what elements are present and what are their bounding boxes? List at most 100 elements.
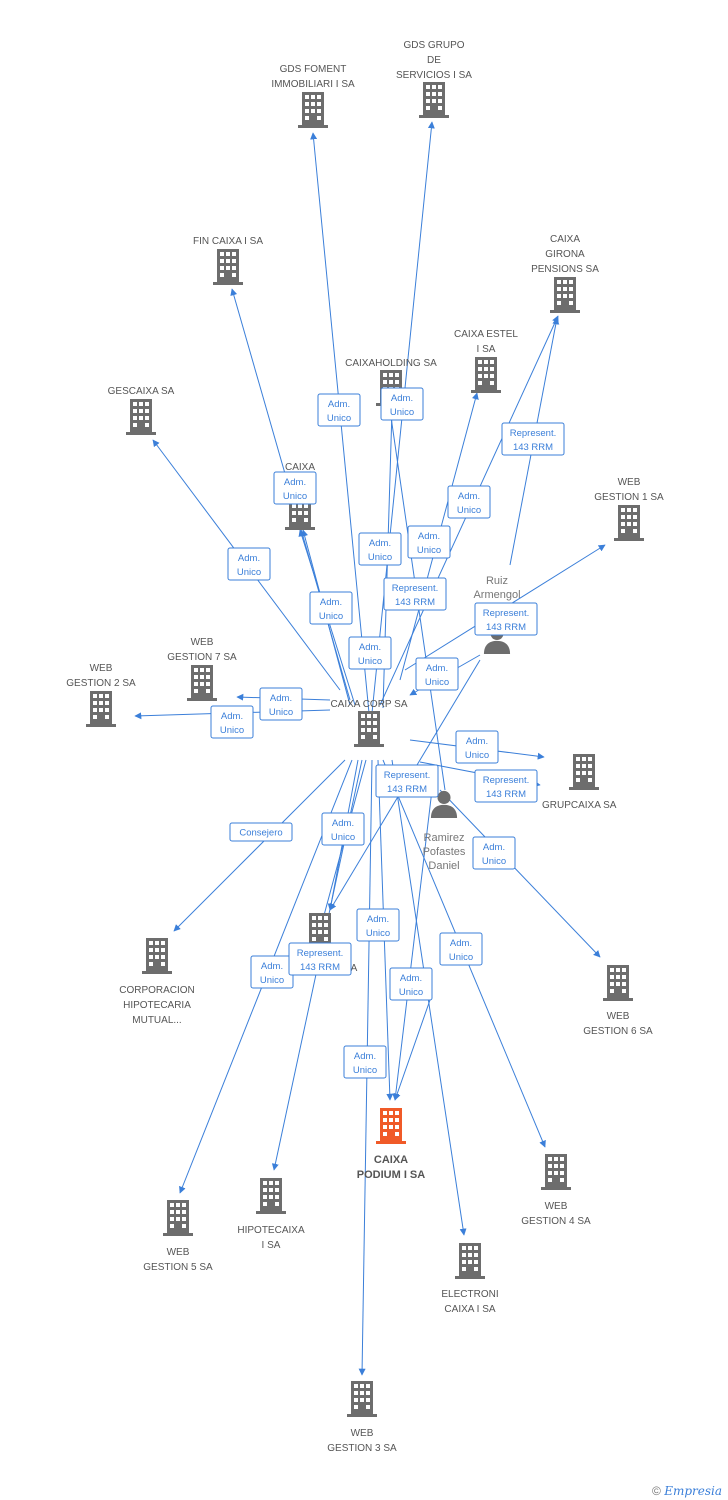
building-icon — [376, 1108, 406, 1144]
relationship-badge[interactable]: Adm.Unico — [407, 525, 451, 559]
badge-label: Unico — [457, 505, 481, 516]
node-label: Armengol — [473, 589, 520, 601]
relationship-badge[interactable]: Adm.Unico — [250, 955, 294, 989]
node-caixa-corp[interactable]: CAIXA CORP SA — [330, 699, 408, 747]
node-label: Ruiz — [486, 575, 508, 587]
relationship-badge[interactable]: Adm.Unico — [380, 387, 424, 421]
badge-label: Unico — [319, 611, 343, 622]
relationship-badge[interactable]: Represent.143 RRM — [383, 577, 447, 611]
node-label: GRUPCAIXA SA — [542, 800, 617, 811]
relationship-badge[interactable]: Adm.Unico — [309, 591, 353, 625]
relationship-badge[interactable]: Adm.Unico — [273, 471, 317, 505]
badge-label: Adm. — [284, 477, 306, 488]
relationship-edge — [439, 789, 601, 958]
badge-label: Unico — [327, 413, 351, 424]
relationship-badge[interactable]: Adm. Unico — [415, 657, 459, 691]
badge-label: Adm. — [238, 553, 260, 564]
relationship-badge[interactable]: Adm.Unico — [348, 636, 392, 670]
badge-label: Represent. — [510, 428, 556, 439]
badge-box — [474, 602, 538, 636]
node-label: CAIXA CORP SA — [330, 699, 407, 710]
node-label: CAIXA ESTEL — [454, 329, 518, 340]
badge-box — [383, 577, 447, 611]
building-icon — [354, 711, 384, 747]
node-label: SERVICIOS I SA — [396, 70, 472, 81]
node-label: Ramirez — [424, 832, 465, 844]
badge-box — [356, 908, 400, 942]
node-label: GDS GRUPO — [403, 40, 464, 51]
relationship-badge[interactable]: Represent.143 RRM — [501, 422, 565, 456]
relationship-badge[interactable]: Adm.Unico — [439, 932, 483, 966]
badge-label: Unico — [331, 832, 355, 843]
relationship-badge[interactable]: Represent.143 RRM — [375, 764, 439, 798]
relationship-badge[interactable]: Adm.Unico — [210, 705, 254, 739]
badge-label: Adm. — [466, 736, 488, 747]
badge-label: Unico — [425, 677, 449, 688]
node-caixa-estel[interactable]: CAIXA ESTEL I SA — [454, 329, 518, 393]
badge-label: 143 RRM — [395, 597, 435, 608]
relationship-badge[interactable]: Adm.Unico — [317, 393, 361, 427]
relationship-edge — [392, 789, 433, 1101]
relationship-badge[interactable]: Adm.Unico — [455, 730, 499, 764]
relationship-badge[interactable]: Adm.Unico — [447, 485, 491, 519]
relationship-badge[interactable]: Adm.Unico — [343, 1045, 387, 1079]
relationship-edge — [393, 999, 431, 1101]
node-label: WEB — [607, 1011, 630, 1022]
node-gescaixa[interactable]: GESCAIXA SA — [108, 386, 175, 435]
building-icon — [142, 938, 172, 974]
badge-box — [415, 657, 459, 691]
relationship-badge[interactable]: Adm.Unico — [259, 687, 303, 721]
relationship-badge[interactable]: Adm.Unico — [321, 812, 365, 846]
badge-label: Adm. — [221, 711, 243, 722]
relationship-badge[interactable]: Represent.143 RRM — [474, 769, 538, 803]
node-label: CAIXA — [285, 462, 315, 473]
brand-logo[interactable]: Empresia — [664, 1484, 722, 1498]
badge-box — [389, 967, 433, 1001]
badge-label: Adm. — [483, 842, 505, 853]
relationship-badge[interactable]: Adm.Unico — [227, 547, 271, 581]
relationship-edge — [173, 759, 346, 932]
badge-label: Adm. — [270, 693, 292, 704]
badge-label: Unico — [368, 552, 392, 563]
relationship-badge[interactable]: Represent.143 RRM — [474, 602, 538, 636]
relationship-badge[interactable]: Adm.Unico — [358, 532, 402, 566]
badge-label: Adm. — [418, 531, 440, 542]
relationship-badge[interactable]: Adm.Unico — [356, 908, 400, 942]
node-grupcaixa[interactable]: GRUPCAIXA SA — [542, 754, 617, 811]
node-label: HIPOTECAIXA — [237, 1225, 305, 1236]
badge-box — [407, 525, 451, 559]
building-icon — [256, 1178, 286, 1214]
relationship-badge[interactable]: Consejero — [229, 822, 293, 842]
node-label: I SA — [477, 344, 496, 355]
node-corporacion[interactable]: CORPORACIONHIPOTECARIAMUTUAL... — [119, 938, 195, 1026]
relationship-badge[interactable]: Adm.Unico — [472, 836, 516, 870]
node-caixaholding[interactable]: CAIXAHOLDING SA — [345, 358, 437, 406]
node-label: GIRONA — [545, 249, 585, 260]
relationship-badge[interactable]: Adm.Unico — [389, 967, 433, 1001]
node-label: WEB — [545, 1201, 568, 1212]
building-icon — [347, 1381, 377, 1417]
node-label: GESTION 3 SA — [327, 1443, 397, 1454]
badge-label: Adm. — [426, 663, 448, 674]
badge-label: Unico — [353, 1065, 377, 1076]
badge-label: Adm. — [400, 973, 422, 984]
badge-box — [309, 591, 353, 625]
node-fin-caixa[interactable]: FIN CAIXA I SA — [193, 236, 263, 285]
relationship-badge[interactable]: Represent.143 RRM — [288, 942, 352, 976]
node-label: HIPOTECARIA — [123, 1000, 191, 1011]
